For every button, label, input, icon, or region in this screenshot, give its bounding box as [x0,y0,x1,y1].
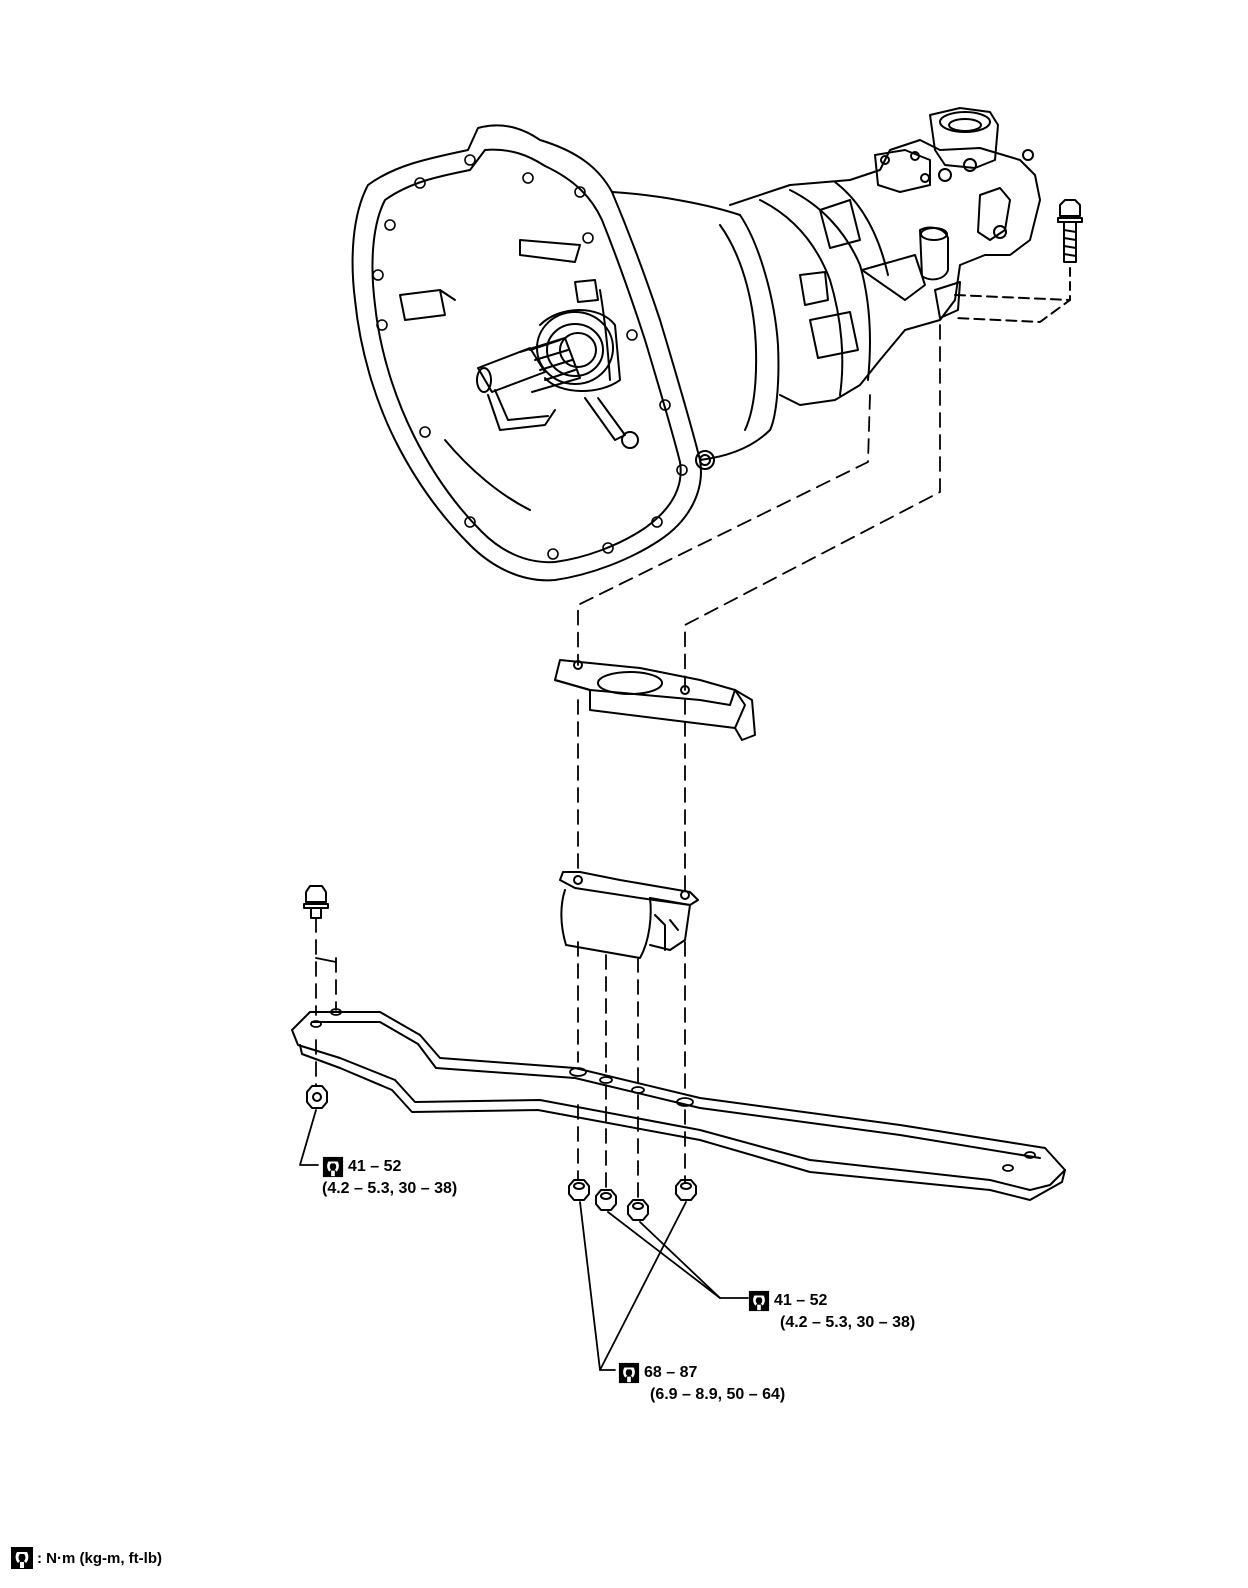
alignment-lines [315,324,941,1201]
torque-wrench-icon [322,1156,344,1178]
torque-spec-bracket-nuts: 68 – 87 (6.9 – 8.9, 50 – 64) [618,1362,785,1405]
crossmember [291,1008,1066,1201]
insulator-nuts [595,1189,649,1221]
bracket-nuts [568,1179,697,1201]
mount-insulator [559,871,699,959]
transmission-case [729,139,1041,406]
input-shaft [477,347,546,393]
torque-value-nm: 41 – 52 [348,1158,402,1176]
torque-value-nm: 41 – 52 [774,1292,828,1310]
flange-bolt-holes [372,154,688,560]
torque-wrench-icon [618,1362,640,1384]
mounting-bracket [554,659,756,741]
units-legend: : N·m (kg-m, ft-lb) [10,1546,162,1570]
torque-value-alt: (4.2 – 5.3, 30 – 38) [322,1180,458,1197]
legend-units-text: : N·m (kg-m, ft-lb) [37,1549,162,1567]
crossmember-nut [306,1085,328,1109]
bell-housing-flange [351,124,702,582]
torque-spec-crossmember-bolt: 41 – 52 (4.2 – 5.3, 30 – 38) [322,1156,457,1199]
crossmember-bolt [303,885,329,919]
torque-spec-insulator-nuts: 41 – 52 (4.2 – 5.3, 30 – 38) [748,1290,915,1333]
torque-wrench-icon [748,1290,770,1312]
torque-value-nm: 68 – 87 [644,1364,698,1382]
rear-mount-bolt [1057,199,1083,263]
transmission-assembly [351,107,1083,582]
torque-value-alt: (6.9 – 8.9, 50 – 64) [650,1386,786,1403]
leader-lines [299,1109,749,1371]
torque-value-alt: (4.2 – 5.3, 30 – 38) [780,1314,916,1331]
torque-wrench-icon [11,1547,33,1569]
